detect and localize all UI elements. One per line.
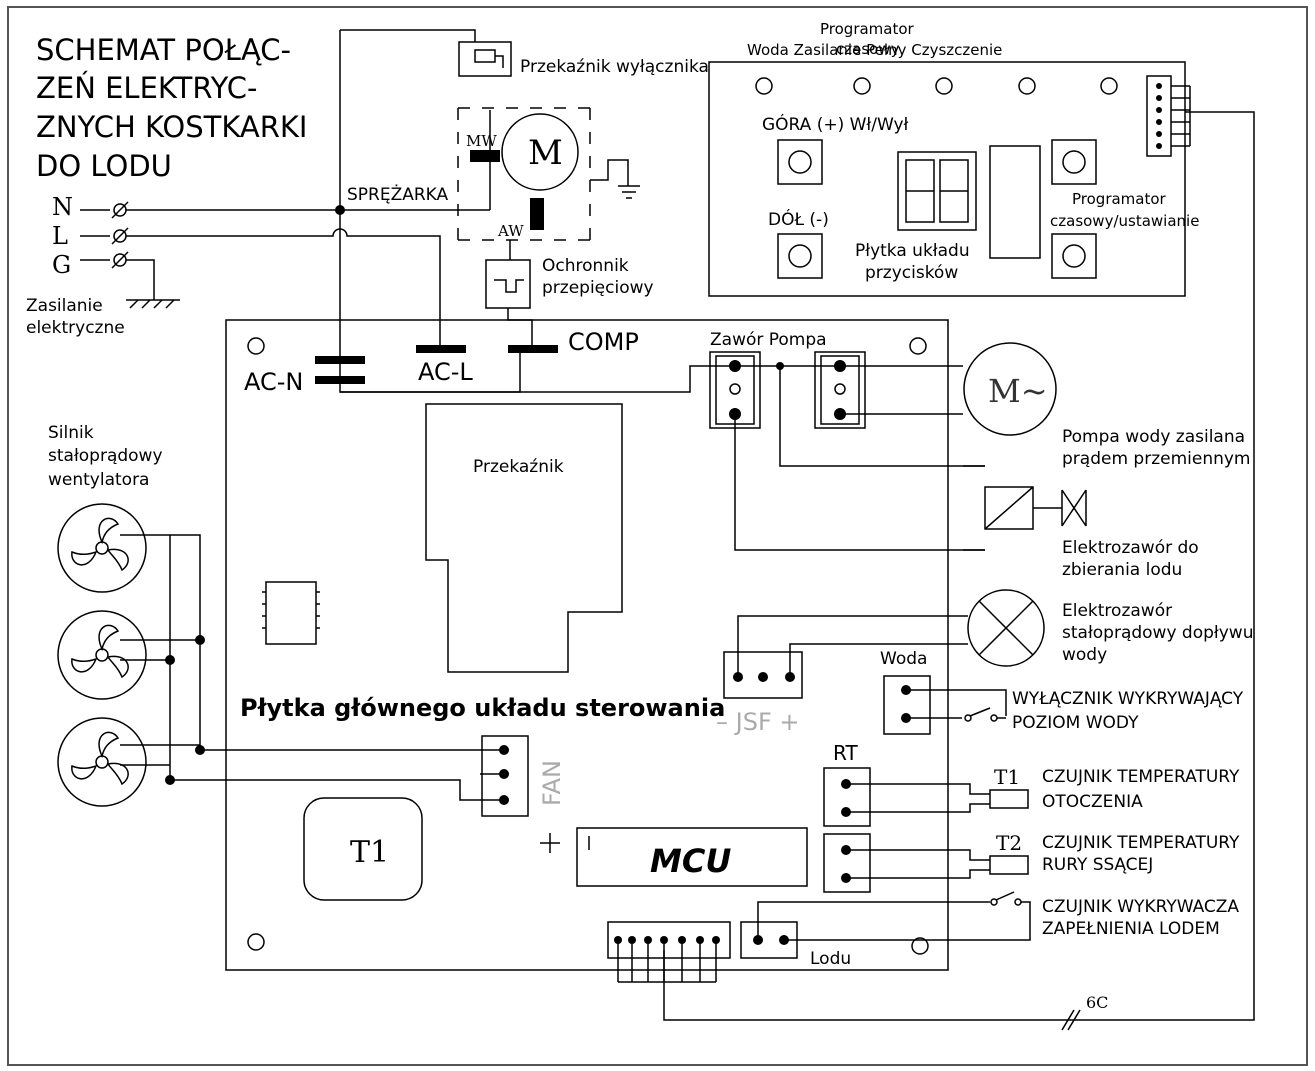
water-level-label-2: POZIOM WODY (1012, 713, 1139, 733)
compressor-mw-label: MW (466, 132, 497, 150)
timer-top-label-2: czasowy (836, 40, 900, 58)
compressor-aw-label: AW (497, 222, 524, 240)
jsf-connector (723, 589, 1045, 699)
water-connector-label: Woda (880, 649, 927, 669)
inlet-valve-label-3: wody (1062, 645, 1107, 665)
mains-g-label: G (52, 251, 71, 279)
valve-pump-pins (729, 360, 846, 420)
down-button-label: DÓŁ (-) (768, 208, 829, 230)
mains-label-2: elektryczne (26, 318, 125, 338)
fan-1-icon (57, 503, 147, 593)
button-board-connector-pins (1156, 83, 1162, 149)
ambient-sensor-tag: T1 (994, 765, 1020, 789)
jsf-pins (733, 672, 795, 682)
ice-full-sensor (740, 891, 1031, 959)
timer-top-label-1: Programator (820, 20, 915, 38)
mains-n-label: N (52, 193, 73, 221)
mains-l-label: L (52, 222, 68, 250)
relay-label: Przekaźnik (473, 457, 564, 477)
title-line-1: SCHEMAT POŁĄC- (36, 33, 291, 67)
fan-motor-label-3: wentylatora (48, 470, 149, 490)
pump-label-2: prądem przemiennym (1062, 449, 1251, 469)
suction-sensor-label-1: CZUJNIK TEMPERATURY (1042, 833, 1240, 853)
fan-connector (120, 534, 529, 817)
valve-pump-label: Zawór Pompa (710, 330, 827, 350)
timer-setting-label-1: Programator (1072, 190, 1167, 208)
compressor-motor-symbol: M (528, 133, 563, 173)
mains-terminals: N L G (52, 193, 441, 345)
overload-protector (485, 240, 533, 345)
pump-motor-symbol: M~ (988, 372, 1048, 410)
rt-pins (841, 779, 851, 883)
t1-transformer-label: T1 (350, 835, 389, 870)
fan-motor-label-2: stałoprądowy (48, 446, 163, 466)
rt-label: RT (833, 741, 858, 765)
acn-terminal-bottom (315, 376, 365, 384)
ice-full-label-1: CZUJNIK WYKRYWACZA (1042, 897, 1239, 917)
acl-terminal (416, 345, 466, 353)
compressor-box (457, 107, 640, 241)
ambient-sensor-label-2: OTOCZENIA (1042, 792, 1143, 812)
comp-terminal (508, 345, 558, 353)
title-line-4: DO LODU (36, 149, 172, 183)
ice-valve-label-2: zbierania lodu (1062, 560, 1182, 580)
compressor-relay-label: Przekaźnik wyłącznika (520, 57, 709, 77)
suction-sensor-tag: T2 (996, 831, 1022, 855)
ice-full-pins (753, 935, 789, 945)
fan-pins (165, 635, 509, 805)
timer-setting-label-2: czasowy/ustawianie (1050, 212, 1199, 230)
protector-label-1: Ochronnik (542, 256, 629, 276)
neutral-junction (335, 205, 345, 215)
fan-motor-label-1: Silnik (48, 423, 94, 443)
fan-connector-label: FAN (538, 760, 566, 806)
button-board-label-1: Płytka układu (855, 241, 970, 261)
cable-label: 6C (1086, 993, 1108, 1012)
ice-valve-label-1: Elektrozawór do (1062, 538, 1199, 558)
ambient-sensor-label-1: CZUJNIK TEMPERATURY (1042, 767, 1240, 787)
compressor-relay (458, 41, 512, 77)
water-level-label-1: WYŁĄCZNIK WYKRYWAJĄCY (1012, 689, 1244, 709)
fan-2-icon (57, 610, 147, 700)
main-board-title: Płytka głównego układu sterowania (240, 694, 725, 722)
suction-sensor-label-2: RURY SSĄCEJ (1042, 855, 1153, 875)
button-board-cable-connector (607, 921, 1081, 1031)
protector-label-2: przepięciowy (542, 278, 654, 298)
compressor-mw-winding (470, 150, 500, 162)
acn-terminal-top (315, 356, 365, 364)
title-line-3: ZNYCH KOSTKARKI (36, 110, 307, 144)
jsf-label: – JSF + (716, 708, 799, 736)
valve-pump-connectors (340, 342, 1087, 551)
button-board-label-2: przycisków (865, 263, 958, 283)
water-level-switch (883, 675, 1007, 735)
inlet-valve-label-1: Elektrozawór (1062, 601, 1172, 621)
temperature-sensors (823, 767, 1029, 893)
indicator-labels: Woda Zasilanie Pełny Czyszczenie (747, 41, 1002, 59)
water-pins (901, 685, 911, 723)
compressor-label: SPRĘŻARKA (347, 184, 449, 205)
fan-motors (57, 503, 147, 807)
bottom-connector-pins (614, 936, 720, 944)
ice-connector-label: Lodu (810, 949, 851, 969)
ice-full-label-2: ZAPEŁNIENIA LODEM (1042, 919, 1220, 939)
inlet-valve-label-2: stałoprądowy dopływu (1062, 623, 1253, 643)
neutral-wiring (339, 29, 521, 393)
mains-label-1: Zasilanie (26, 296, 103, 316)
title-line-2: ZEŃ ELEKTRYC- (36, 71, 258, 105)
button-board (663, 61, 1255, 1021)
outer-frame (7, 6, 1308, 1066)
acn-label: AC-N (244, 368, 303, 396)
acl-label: AC-L (418, 358, 473, 386)
compressor-aw-winding (530, 198, 544, 230)
main-board (225, 319, 949, 971)
fan-3-icon (57, 717, 147, 807)
up-button-label: GÓRA (+) Wł/Wył (762, 113, 909, 135)
diagram-title: SCHEMAT POŁĄC- ZEŃ ELEKTRYC- ZNYCH KOSTK… (36, 33, 307, 183)
pump-label-1: Pompa wody zasilana (1062, 427, 1245, 447)
mcu-label: MCU (650, 842, 731, 880)
comp-label: COMP (568, 328, 639, 356)
